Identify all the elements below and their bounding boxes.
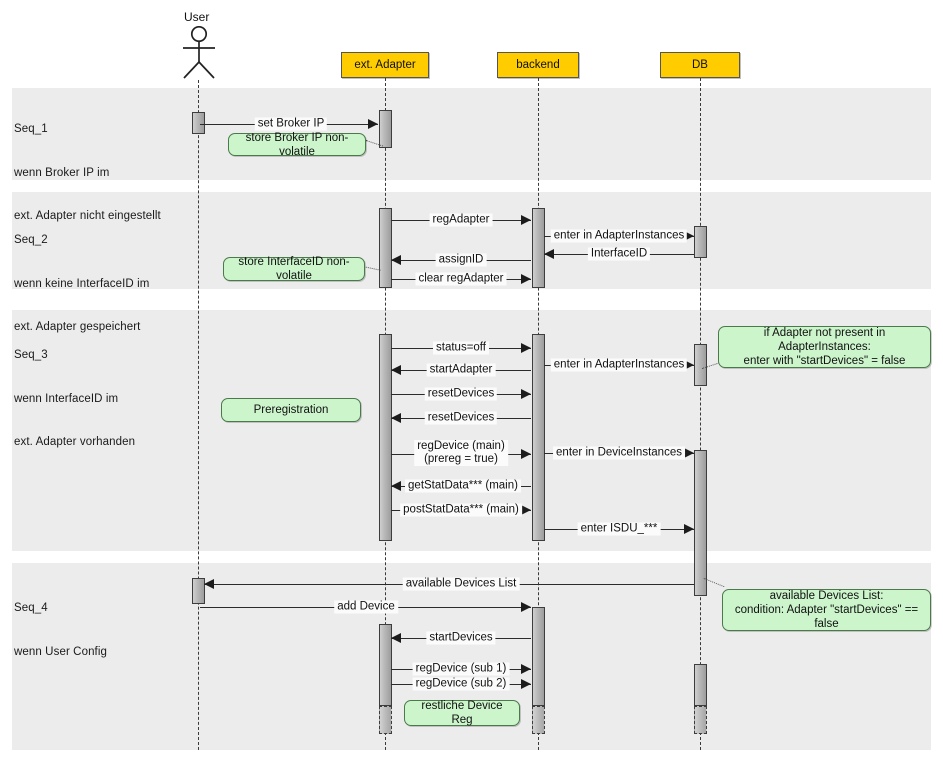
note-store-broker-ip: store Broker IP non-volatile	[228, 132, 366, 158]
message-label-m06: clear regAdapter	[415, 272, 507, 286]
message-label-m07: status=off	[433, 341, 489, 355]
section-label-seq4-line1: Seq_4	[14, 602, 48, 614]
message-label-m20: regDevice (sub 1)	[412, 662, 510, 676]
message-arrow-m13	[684, 448, 694, 458]
message-arrow-m20	[521, 664, 531, 674]
section-label-seq2-line3: ext. Adapter gespeichert	[14, 321, 141, 333]
message-arrow-m05	[391, 255, 401, 265]
message-arrow-m16	[684, 524, 694, 534]
message-label-m08: enter in AdapterInstances	[550, 358, 688, 372]
message-label-m15: postStatData*** (main)	[400, 503, 522, 517]
message-label-m05: assignID	[435, 253, 487, 267]
message-label-m01: set Broker IP	[254, 117, 328, 131]
activation-ext-adapter-seq4-open	[378, 706, 392, 734]
message-label-m02: regAdapter	[429, 213, 493, 227]
section-label-seq3-line1: Seq_3	[14, 349, 48, 361]
section-label-seq1-line2: wenn Broker IP im	[14, 166, 110, 179]
message-label-m13: enter in DeviceInstances	[553, 446, 685, 460]
message-arrow-m07	[521, 343, 531, 353]
message-arrow-m15	[521, 505, 531, 515]
message-label-m04: InterfaceID	[587, 247, 651, 261]
activation-backend-seq3	[531, 334, 545, 541]
message-label-m18: add Device	[334, 600, 398, 614]
activation-ext-adapter-seq3	[378, 334, 392, 541]
section-label-seq4: Seq_4 wenn User Config	[14, 572, 107, 688]
note-available-devices-condition: available Devices List: condition: Adapt…	[722, 589, 931, 631]
message-label-m03: enter in AdapterInstances	[550, 229, 688, 243]
activation-db-seq4-open	[693, 706, 707, 734]
activation-db-seq3-a	[693, 344, 707, 386]
activation-user-seq1	[191, 112, 205, 134]
message-arrow-m01	[368, 119, 378, 129]
message-arrow-m03	[684, 231, 694, 241]
note-restliche-device-reg: restliche Device Reg	[404, 700, 520, 726]
message-label-m19: startDevices	[426, 631, 496, 645]
section-label-seq1-line3: ext. Adapter nicht eingestellt	[14, 210, 161, 222]
participant-backend[interactable]: backend	[497, 52, 579, 78]
activation-backend-seq4-open	[531, 706, 545, 734]
message-label-m16: enter ISDU_***	[577, 522, 661, 536]
activation-db-seq4	[693, 664, 707, 706]
message-arrow-m12	[521, 449, 531, 459]
message-label-m17: available Devices List	[402, 577, 520, 591]
message-arrow-m17	[204, 579, 214, 589]
actor-stick-figure-icon	[183, 26, 215, 79]
activation-db-seq3-b	[693, 450, 707, 596]
message-arrow-m02	[521, 215, 531, 225]
activation-backend-seq4	[531, 607, 545, 706]
message-arrow-m10	[521, 389, 531, 399]
message-arrow-m09	[391, 365, 401, 375]
lifeline-db	[700, 78, 701, 750]
activation-user-seq4	[191, 578, 205, 604]
message-arrow-m18	[521, 602, 531, 612]
message-label-m10: resetDevices	[424, 387, 498, 401]
note-preregistration: Preregistration	[221, 398, 361, 422]
lifeline-user	[198, 80, 199, 750]
message-arrow-m14	[391, 481, 401, 491]
message-arrow-m19	[391, 633, 401, 643]
message-arrow-m06	[521, 274, 531, 284]
section-label-seq2-line2: wenn keine InterfaceID im	[14, 277, 150, 290]
section-label-seq3-line2: wenn InterfaceID im	[14, 392, 119, 405]
section-band-seq1	[12, 88, 931, 180]
activation-ext-adapter-seq4	[378, 624, 392, 706]
section-label-seq4-line2: wenn User Config	[14, 645, 108, 658]
message-label-m14: getStatData*** (main)	[405, 479, 521, 493]
message-arrow-m21	[521, 679, 531, 689]
note-adapter-not-present: if Adapter not present in AdapterInstanc…	[718, 326, 931, 368]
section-label-seq3: Seq_3 wenn InterfaceID im ext. Adapter v…	[14, 319, 135, 479]
section-label-seq3-line3: ext. Adapter vorhanden	[14, 436, 136, 448]
section-label-seq1: Seq_1 wenn Broker IP im ext. Adapter nic…	[14, 93, 161, 253]
activation-ext-adapter-seq1	[378, 110, 392, 148]
section-label-seq1-line1: Seq_1	[14, 123, 48, 135]
activation-db-seq2	[693, 226, 707, 258]
message-arrow-m11	[391, 413, 401, 423]
message-arrow-m04	[544, 249, 554, 259]
message-label-m21: regDevice (sub 2)	[412, 677, 510, 691]
activation-backend-seq2	[531, 208, 545, 288]
message-label-m12: regDevice (main) (prereg = true)	[414, 440, 508, 466]
activation-ext-adapter-seq2	[378, 208, 392, 288]
section-label-seq2: Seq_2 wenn keine InterfaceID im ext. Ada…	[14, 204, 149, 364]
participant-db[interactable]: DB	[660, 52, 740, 78]
message-arrow-m08	[684, 360, 694, 370]
actor-label-user: User	[184, 10, 210, 24]
section-label-seq2-line1: Seq_2	[14, 234, 48, 246]
message-label-m11: resetDevices	[424, 411, 498, 425]
note-store-interfaceid: store InterfaceID non-volatile	[223, 256, 365, 282]
participant-ext-adapter[interactable]: ext. Adapter	[341, 52, 429, 78]
message-label-m09: startAdapter	[426, 363, 496, 377]
